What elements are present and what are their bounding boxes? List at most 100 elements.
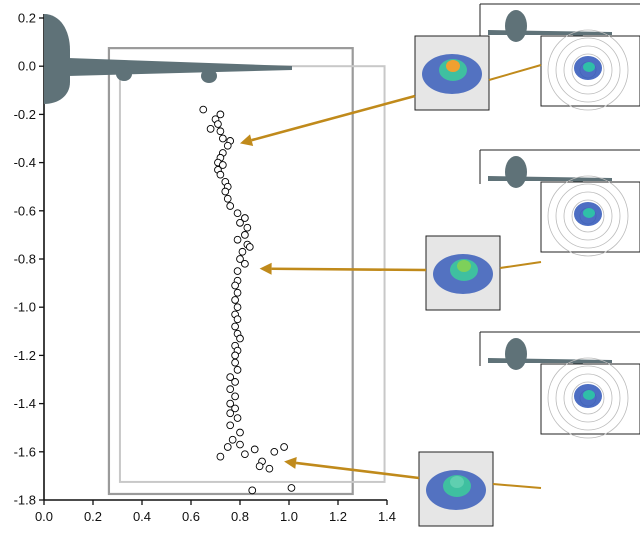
data-point bbox=[231, 358, 239, 367]
range-ring bbox=[547, 29, 629, 111]
data-point bbox=[231, 404, 239, 413]
data-point bbox=[233, 267, 242, 275]
data-point bbox=[221, 187, 230, 196]
data-point bbox=[226, 409, 235, 418]
inset-panels bbox=[414, 3, 640, 527]
range-ring bbox=[555, 183, 621, 249]
aircraft-wing bbox=[68, 58, 292, 76]
aircraft-side-view bbox=[44, 14, 292, 104]
x-tick-label: 0.4 bbox=[133, 509, 151, 524]
data-point bbox=[216, 127, 225, 136]
data-point bbox=[228, 435, 237, 444]
inset-group bbox=[425, 149, 640, 311]
data-point bbox=[206, 125, 215, 133]
data-point bbox=[236, 255, 244, 263]
data-point bbox=[214, 120, 222, 128]
x-tick-label: 1.0 bbox=[280, 509, 298, 524]
x-tick-label: 1.2 bbox=[329, 509, 347, 524]
data-point bbox=[233, 209, 242, 218]
data-point bbox=[270, 447, 279, 456]
data-point bbox=[219, 161, 227, 169]
data-point bbox=[236, 334, 244, 343]
range-ring bbox=[571, 381, 605, 415]
front-view-fuselage bbox=[505, 10, 527, 42]
range-ring bbox=[547, 357, 629, 439]
data-point bbox=[248, 486, 257, 495]
aircraft-engine bbox=[116, 67, 132, 81]
data-point bbox=[219, 134, 227, 143]
data-point bbox=[223, 443, 232, 451]
data-point bbox=[226, 399, 235, 408]
data-point bbox=[231, 281, 239, 290]
y-tick-label: -0.4 bbox=[14, 155, 36, 170]
data-point bbox=[233, 288, 242, 297]
callout-arrow-head bbox=[259, 262, 272, 275]
data-point bbox=[241, 450, 249, 459]
detection-blob-core bbox=[583, 390, 595, 400]
callout-arrow-head bbox=[284, 456, 297, 469]
x-tick-label: 0.0 bbox=[35, 509, 53, 524]
connector-line bbox=[492, 483, 542, 489]
y-tick-label: -1.4 bbox=[14, 396, 36, 411]
range-ring bbox=[571, 53, 605, 87]
callout-arrow-shaft bbox=[271, 267, 427, 272]
data-point bbox=[280, 443, 288, 451]
data-point bbox=[223, 194, 232, 203]
y-tick-label: -1.2 bbox=[14, 348, 36, 363]
data-point bbox=[250, 445, 259, 454]
data-point bbox=[216, 170, 225, 179]
spectrogram-peak bbox=[446, 60, 460, 72]
data-point bbox=[226, 421, 235, 430]
data-point bbox=[226, 373, 235, 381]
data-point bbox=[236, 219, 244, 227]
inset-frame bbox=[479, 3, 640, 38]
callout-arrow-shaft bbox=[251, 94, 416, 142]
callout-arrow-head bbox=[240, 134, 254, 146]
connector-line bbox=[488, 64, 542, 81]
frame-outer bbox=[107, 47, 354, 496]
data-point bbox=[226, 202, 235, 210]
range-ring bbox=[563, 191, 613, 241]
data-point bbox=[199, 105, 208, 114]
inset-frame bbox=[479, 149, 640, 184]
range-ring bbox=[571, 199, 605, 233]
data-point bbox=[241, 259, 249, 268]
y-tick-label: -0.8 bbox=[14, 252, 36, 267]
range-ring bbox=[547, 175, 629, 257]
x-tick-label: 0.8 bbox=[231, 509, 249, 524]
data-point bbox=[216, 110, 225, 119]
x-tick-label: 0.6 bbox=[182, 509, 200, 524]
x-tick-label: 1.4 bbox=[378, 509, 396, 524]
range-ring bbox=[563, 45, 613, 95]
data-point bbox=[216, 452, 225, 461]
callout-arrows bbox=[240, 94, 427, 480]
data-point bbox=[231, 378, 239, 386]
detection-blob-core bbox=[583, 62, 595, 72]
data-point bbox=[238, 247, 247, 256]
data-point bbox=[233, 303, 242, 312]
y-tick-label: 0.0 bbox=[18, 59, 36, 74]
data-point bbox=[287, 484, 296, 492]
y-tick-label: -1.8 bbox=[14, 493, 36, 508]
data-point bbox=[231, 351, 239, 360]
aircraft-fuselage bbox=[44, 14, 70, 104]
y-tick-label: 0.2 bbox=[18, 11, 36, 26]
data-point bbox=[236, 440, 244, 449]
connector-line bbox=[499, 261, 542, 269]
data-point bbox=[231, 322, 239, 331]
data-point bbox=[233, 235, 242, 244]
spectrogram-peak bbox=[450, 476, 464, 488]
inset-frame bbox=[479, 331, 640, 366]
data-point bbox=[236, 428, 244, 437]
data-point bbox=[245, 243, 254, 251]
front-view-fuselage bbox=[505, 156, 527, 188]
scatter-points bbox=[199, 105, 296, 495]
aircraft-engine bbox=[201, 69, 217, 83]
frame-inner bbox=[118, 65, 386, 483]
data-point bbox=[265, 464, 274, 473]
data-point bbox=[241, 214, 249, 222]
data-point bbox=[243, 223, 252, 232]
y-tick-label: -1.6 bbox=[14, 444, 36, 459]
y-tick-label: -0.2 bbox=[14, 107, 36, 122]
